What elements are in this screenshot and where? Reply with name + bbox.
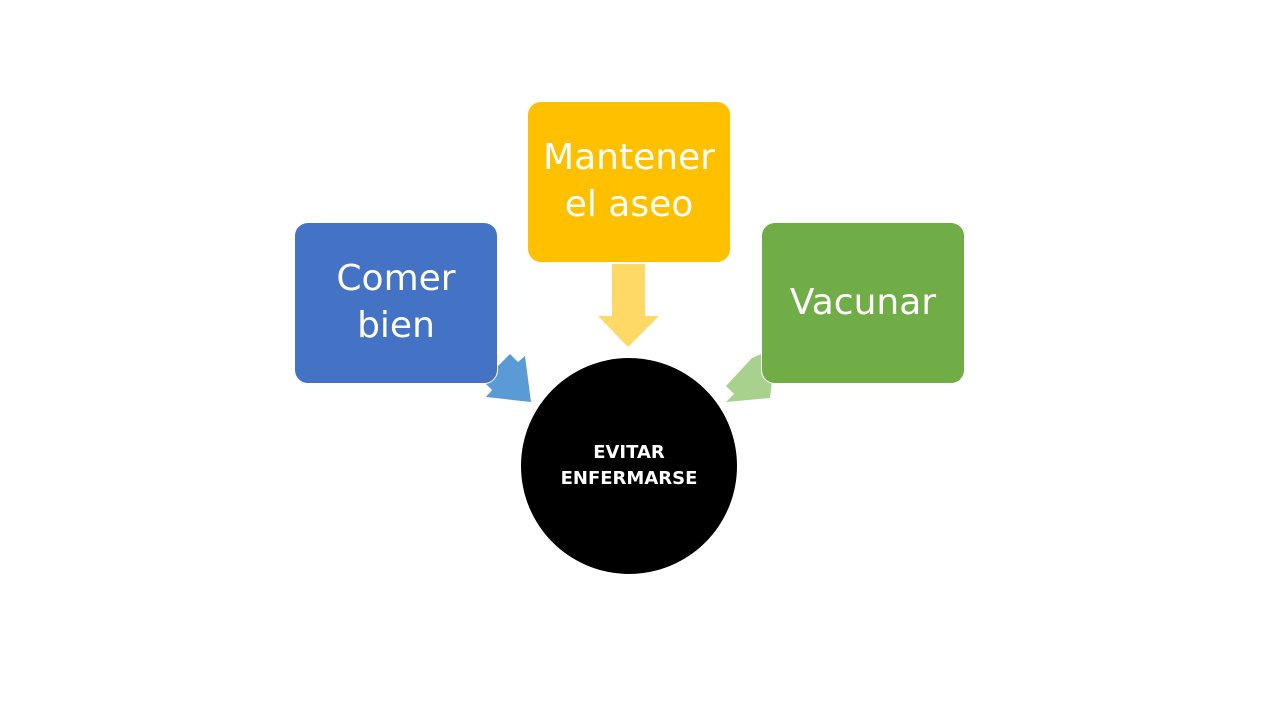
- center-circle-evitar-enfermarse: EVITAR ENFERMARSE: [521, 358, 737, 574]
- node-label: Vacunar: [789, 281, 937, 323]
- arrow-left: [484, 354, 531, 402]
- center-label: EVITAR ENFERMARSE: [560, 441, 698, 489]
- node-mantener-el-aseo: Mantener el aseo: [527, 101, 731, 263]
- node-label: Mantener el aseo: [543, 137, 715, 225]
- arrow-top: [598, 264, 659, 347]
- node-comer-bien: Comer bien: [294, 222, 498, 384]
- node-vacunar: Vacunar: [761, 222, 965, 384]
- node-label: Comer bien: [336, 258, 456, 346]
